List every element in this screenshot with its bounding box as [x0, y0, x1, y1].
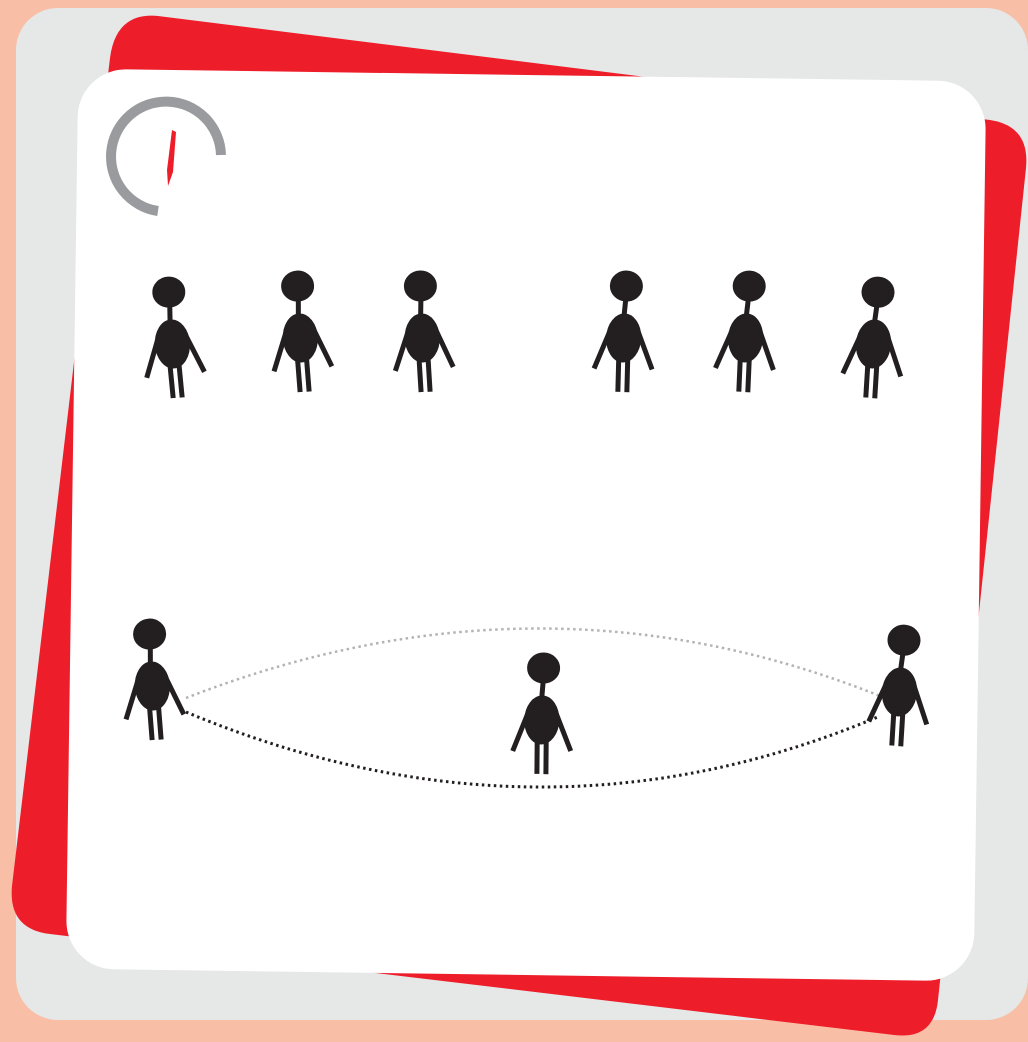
front-card	[66, 69, 986, 982]
